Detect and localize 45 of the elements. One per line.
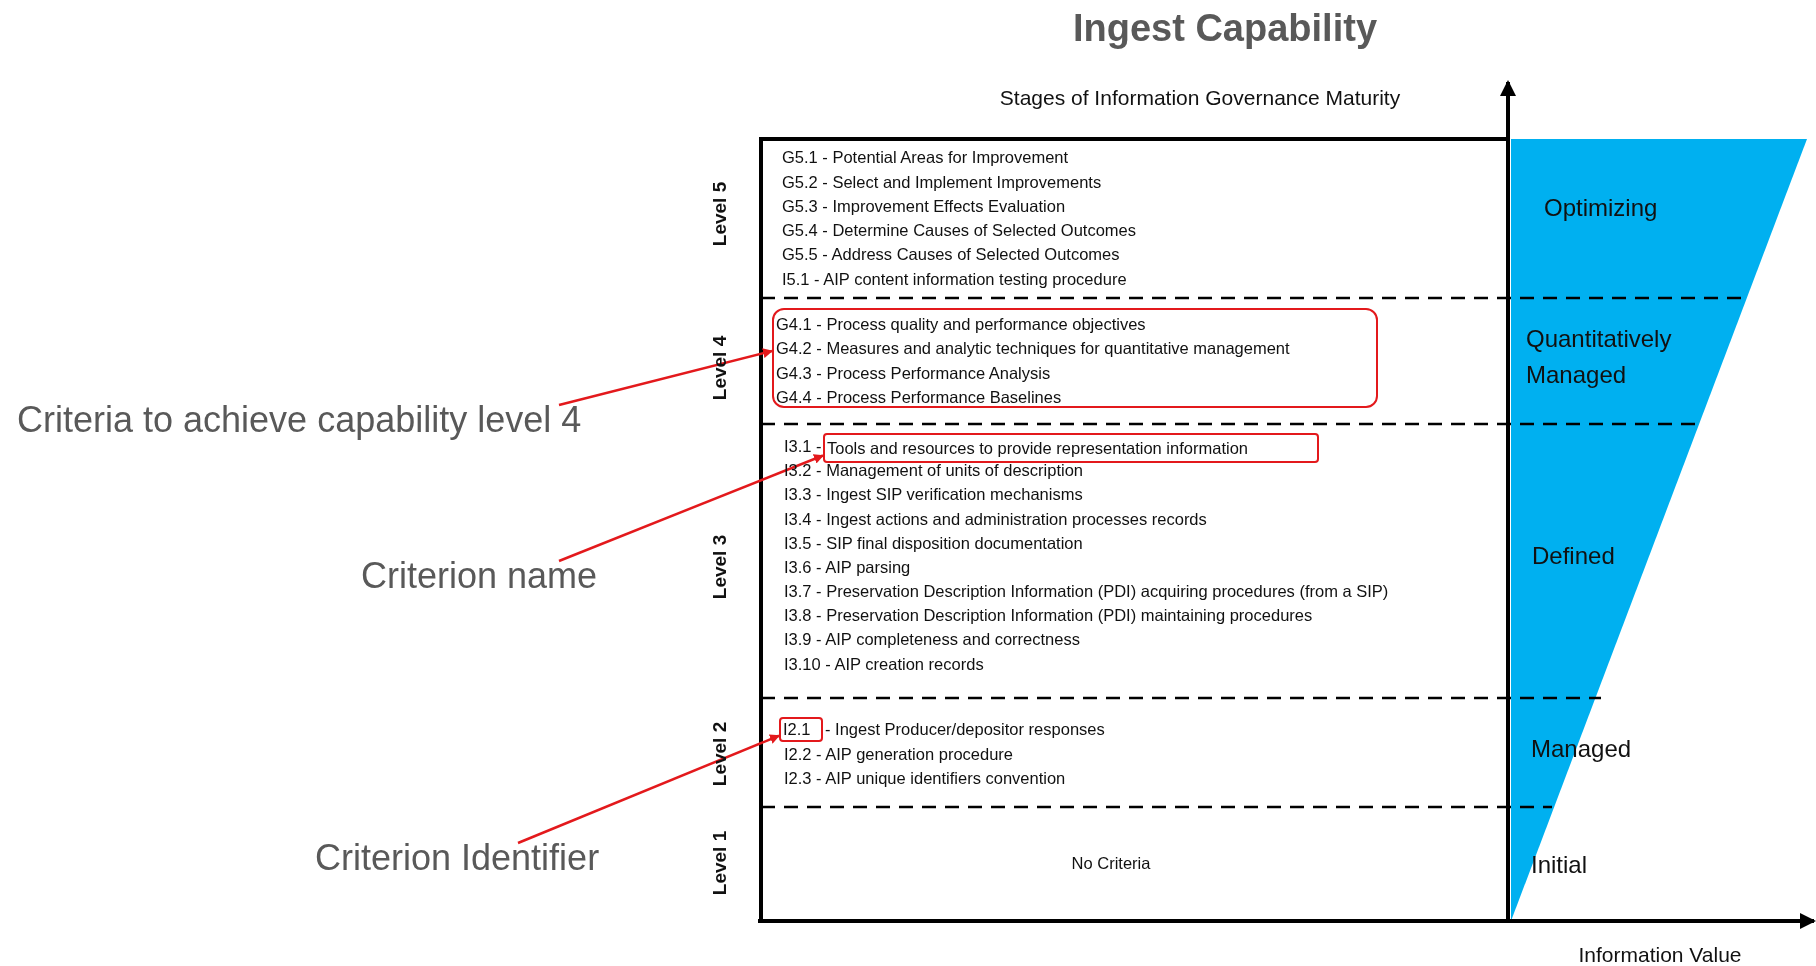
- leader-arrow: [558, 454, 824, 563]
- criterion-text: I5.1 - AIP content information testing procedure: [782, 269, 1127, 289]
- criterion-text: G4.3 - Process Performance Analysis: [776, 362, 1051, 384]
- criterion-text: I3.4 - Ingest actions and administration processes records: [784, 509, 1207, 529]
- highlight-box: [772, 308, 1378, 408]
- criterion-text: G5.2 - Select and Implement Improvements: [782, 172, 1102, 192]
- leader-arrow: [558, 348, 773, 407]
- level-label: Level 2: [709, 721, 731, 787]
- criterion-text: I2.3 - AIP unique identifiers convention: [784, 768, 1066, 788]
- criterion-text: G5.5 - Address Causes of Selected Outcomes: [782, 244, 1120, 264]
- criterion-text: - Ingest Producer/depositor responses: [825, 719, 1105, 739]
- criterion-text: I2.2 - AIP generation procedure: [784, 744, 1014, 764]
- criterion-text: I3.8 - Preservation Description Information (PDI) maintaining procedures: [784, 605, 1313, 625]
- criterion-text: I3.2 - Management of units of description: [784, 460, 1083, 480]
- criterion-text: G4.2 - Measures and analytic techniques for quantitative management: [776, 338, 1290, 360]
- criterion-text: G4.4 - Process Performance Baselines: [776, 386, 1062, 408]
- criterion-text: I3.3 - Ingest SIP verification mechanisms: [784, 484, 1083, 504]
- stage-label: Initial: [1531, 851, 1588, 879]
- stage-label: Defined: [1532, 542, 1615, 570]
- axis-label: Information Value: [1578, 942, 1742, 966]
- stage-label: Optimizing: [1544, 194, 1658, 222]
- stage-label: Quantitatively Managed: [1526, 324, 1673, 390]
- highlight-box: I2.1: [779, 717, 823, 742]
- criterion-text: G5.4 - Determine Causes of Selected Outcomes: [782, 220, 1136, 240]
- level-label: Level 4: [709, 335, 731, 401]
- callout-text: Criterion name: [361, 555, 598, 597]
- criterion-text: I3.10 - AIP creation records: [784, 654, 984, 674]
- criterion-text: I3.9 - AIP completeness and correctness: [784, 629, 1080, 649]
- criterion-text: G5.3 - Improvement Effects Evaluation: [782, 196, 1066, 216]
- leader-arrow: [517, 734, 780, 845]
- criterion-text: G4.1 - Process quality and performance objectives: [776, 314, 1146, 335]
- level-label: Level 3: [709, 534, 731, 600]
- highlight-box: Tools and resources to provide representation information: [823, 433, 1319, 463]
- criterion-text: I3.7 - Preservation Description Information (PDI) acquiring procedures (from a SIP): [784, 581, 1389, 601]
- level-label: Level 5: [709, 181, 731, 247]
- no-criteria-text: No Criteria: [1071, 853, 1151, 873]
- diagram-title: Ingest Capability: [1072, 6, 1378, 50]
- axis-label: Stages of Information Governance Maturity: [999, 85, 1401, 111]
- criterion-text: G5.1 - Potential Areas for Improvement: [782, 147, 1069, 167]
- criterion-text: I3.6 - AIP parsing: [784, 557, 911, 577]
- level-label: Level 1: [709, 830, 731, 896]
- criterion-text: I3.1 -: [784, 436, 822, 456]
- criterion-text: I3.5 - SIP final disposition documentation: [784, 533, 1083, 553]
- callout-text: Criterion Identifier: [315, 837, 600, 879]
- callout-text: Criteria to achieve capability level 4: [17, 399, 582, 441]
